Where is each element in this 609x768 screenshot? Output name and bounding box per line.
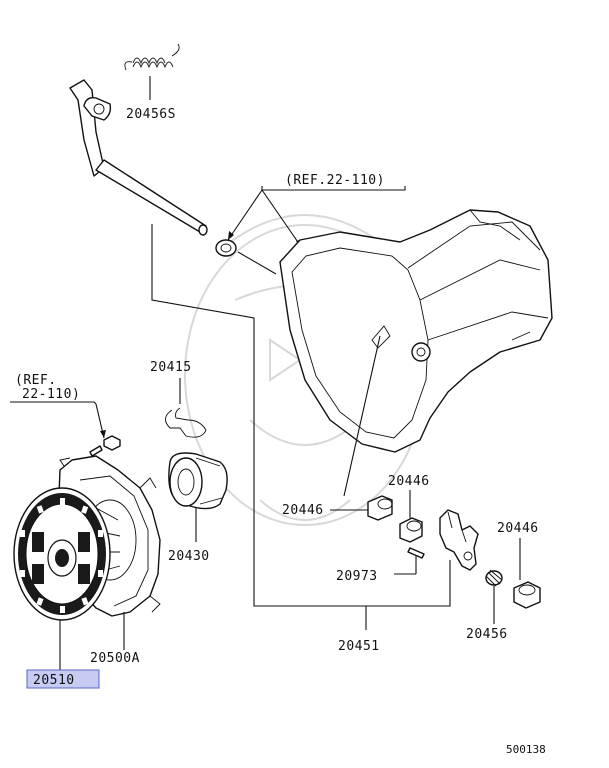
- return-spring[interactable]: [124, 43, 180, 71]
- label-20456: 20456: [466, 627, 508, 642]
- label-20446-c: 20446: [497, 521, 539, 536]
- label-ref-left-1: (REF.: [15, 373, 57, 388]
- label-20510: 20510: [33, 673, 75, 688]
- label-ref-top: (REF.22-110): [285, 173, 385, 188]
- fork-shaft[interactable]: [69, 79, 208, 236]
- label-20430: 20430: [168, 549, 210, 564]
- transmission-case: [279, 209, 553, 453]
- bushing-c[interactable]: [513, 581, 541, 609]
- label-20500A: 20500A: [90, 651, 140, 666]
- bushing-a[interactable]: [367, 495, 393, 521]
- pin[interactable]: [407, 547, 425, 559]
- clutch-disc[interactable]: [13, 487, 111, 621]
- release-bearing[interactable]: [168, 452, 228, 510]
- label-20415: 20415: [150, 360, 192, 375]
- label-ref-left-2: 22-110): [22, 387, 80, 402]
- retainer-clip[interactable]: [165, 407, 207, 438]
- diagram-number: 500138: [506, 743, 546, 756]
- label-20973: 20973: [336, 569, 378, 584]
- label-20451: 20451: [338, 639, 380, 654]
- release-fork[interactable]: [439, 509, 479, 571]
- cover-bolt[interactable]: [89, 435, 121, 457]
- label-20510-highlight[interactable]: 20510: [26, 669, 100, 689]
- label-20456S: 20456S: [126, 107, 176, 122]
- bushing-b[interactable]: [399, 517, 423, 543]
- fork-spring[interactable]: [485, 569, 503, 587]
- label-20446-b: 20446: [388, 474, 430, 489]
- shaft-ring[interactable]: [215, 239, 237, 257]
- label-20446-a: 20446: [282, 503, 324, 518]
